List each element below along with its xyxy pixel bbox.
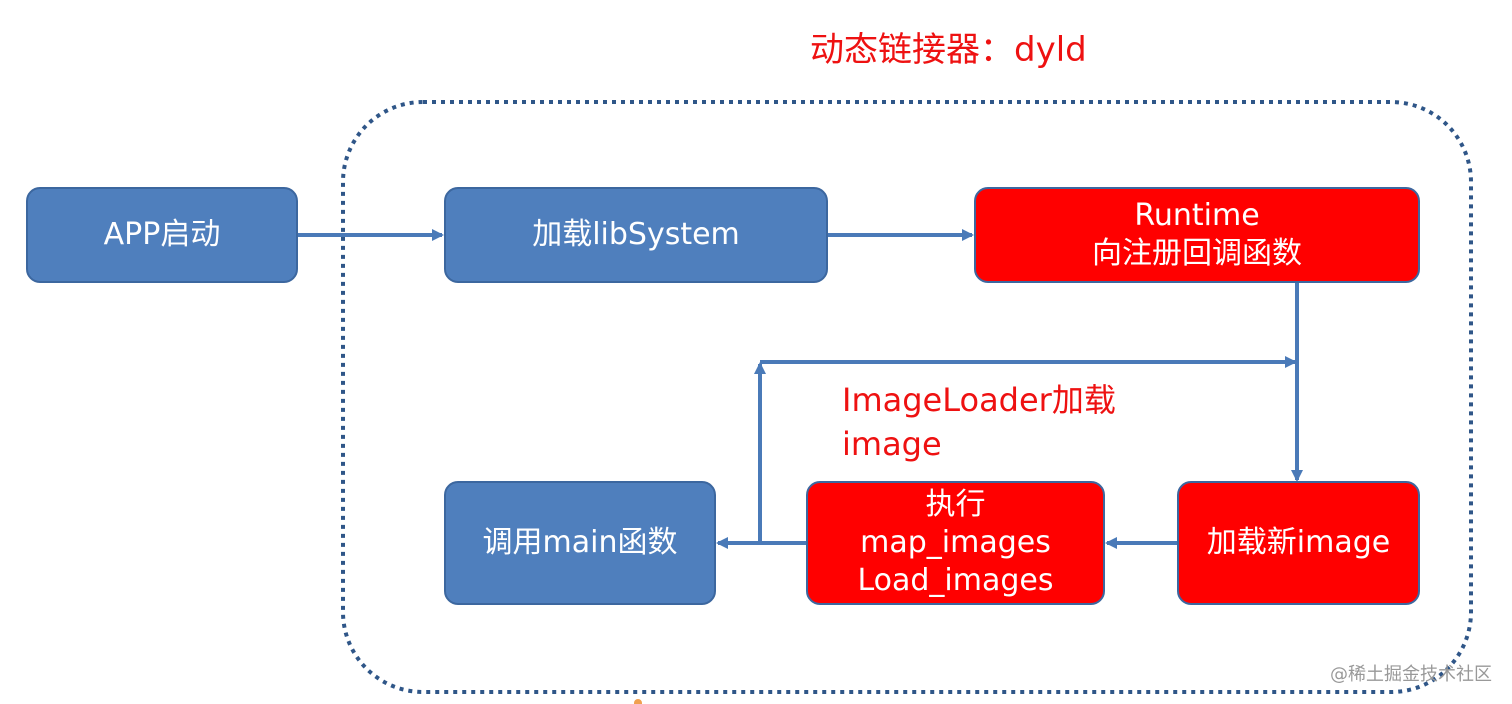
node-app-start-label: APP启动: [103, 217, 221, 252]
node-runtime-line1: Runtime: [1134, 198, 1260, 233]
node-runtime-line2: 向注册回调函数: [1092, 236, 1302, 271]
decorative-mark: [634, 699, 642, 704]
loop-annotation-line1: ImageLoader加载: [842, 381, 1116, 419]
node-call-main: 调用main函数: [444, 481, 716, 605]
node-exec-images: 执行 map_images Load_images: [806, 481, 1105, 605]
node-exec-line2: map_images: [860, 525, 1051, 560]
node-load-new-image: 加载新image: [1177, 481, 1420, 605]
node-call-main-label: 调用main函数: [482, 525, 678, 560]
node-exec-line3: Load_images: [857, 563, 1054, 598]
node-app-start: APP启动: [26, 187, 298, 283]
node-load-new-image-label: 加载新image: [1206, 525, 1391, 560]
dyld-boundary: [341, 100, 1473, 694]
loop-annotation: ImageLoader加载 image: [842, 378, 1116, 466]
node-load-libsystem: 加载libSystem: [444, 187, 828, 283]
node-runtime: Runtime 向注册回调函数: [974, 187, 1420, 283]
node-exec-line1: 执行: [925, 487, 986, 522]
loop-annotation-line2: image: [842, 425, 942, 463]
node-load-libsystem-label: 加载libSystem: [532, 217, 740, 252]
diagram-title: 动态链接器：dyld: [810, 30, 1087, 70]
watermark-text: @稀土掘金技术社区: [1330, 664, 1492, 685]
